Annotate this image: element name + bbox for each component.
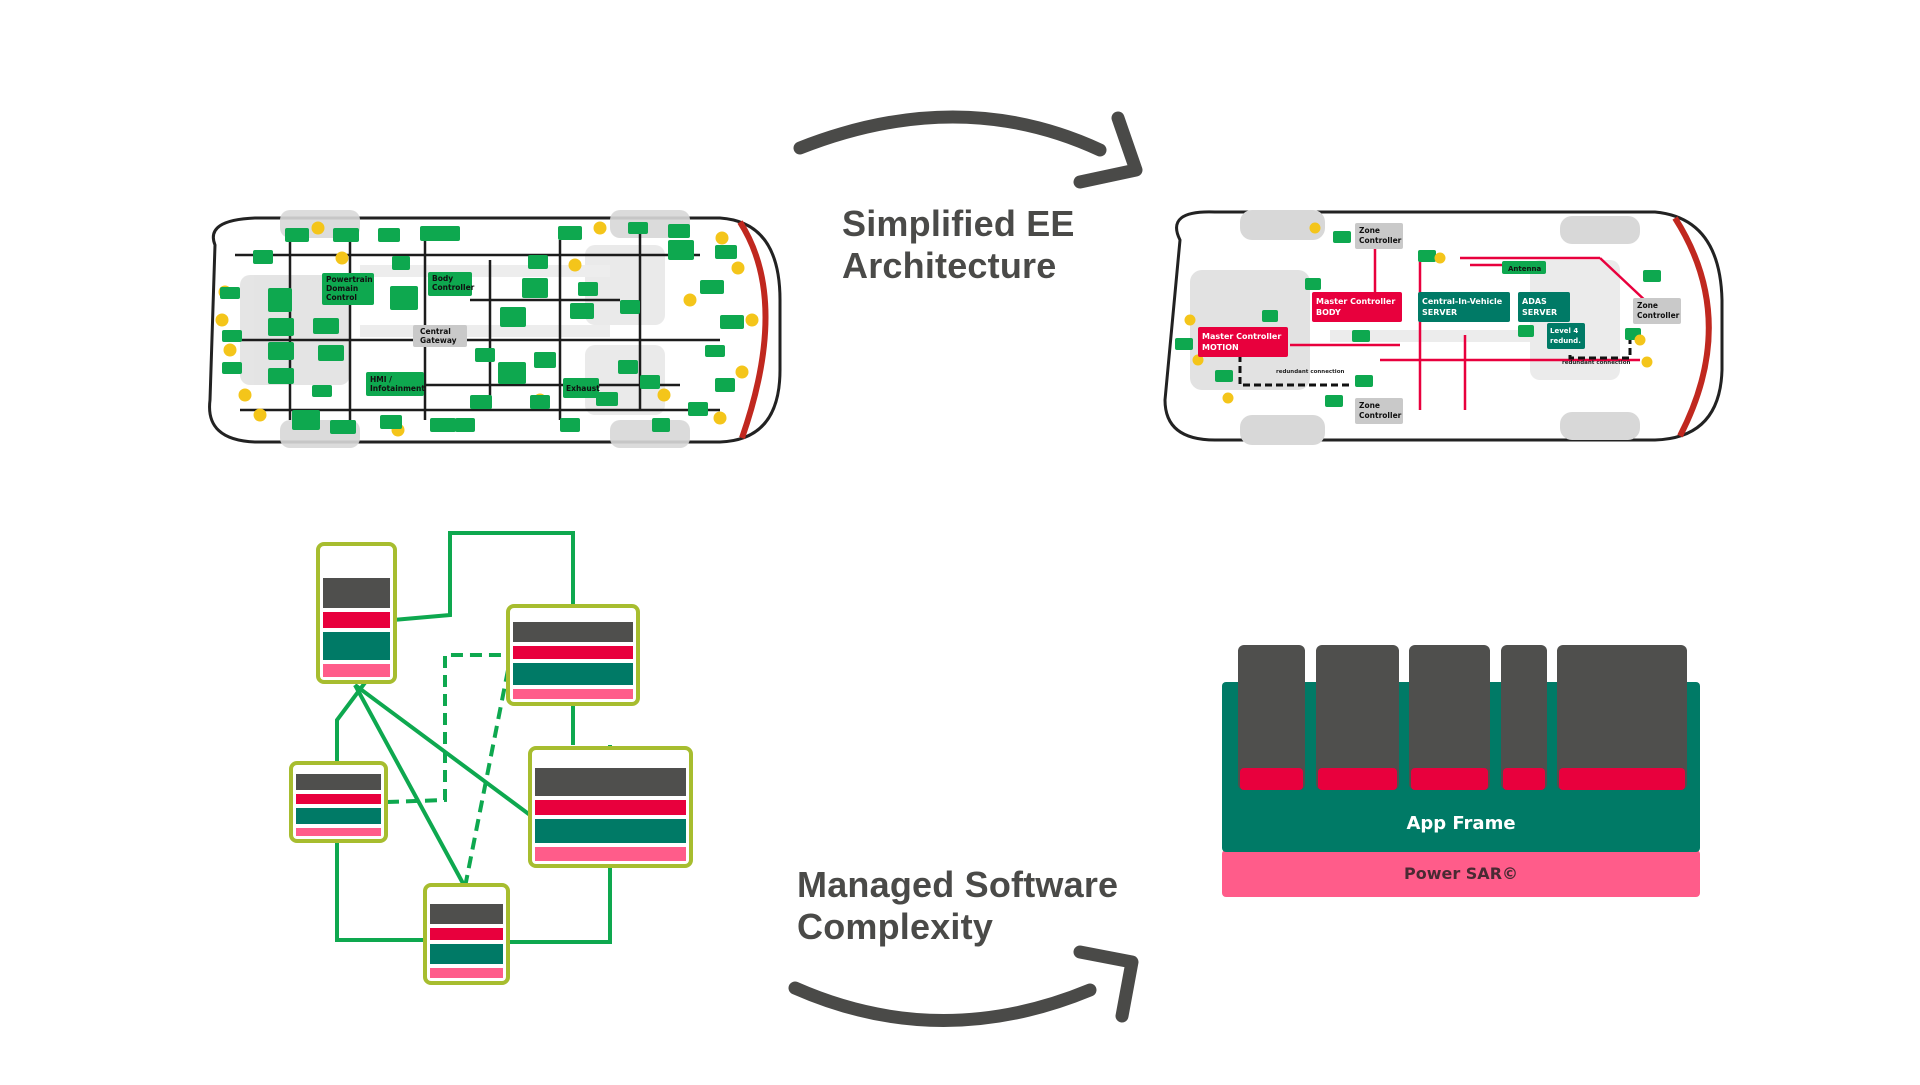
hmi-ecu bbox=[366, 372, 424, 396]
top-curved-arrow bbox=[793, 110, 1143, 189]
software-module-3 bbox=[289, 761, 388, 843]
software-network-diagram bbox=[289, 531, 693, 985]
software-module-4 bbox=[528, 746, 693, 868]
antenna-box bbox=[1502, 261, 1546, 274]
adas-server-box bbox=[1518, 292, 1570, 322]
caption-top-line2: Architecture bbox=[842, 245, 1057, 286]
master-body-box bbox=[1312, 292, 1402, 322]
svg-text:Gateway: Gateway bbox=[420, 336, 457, 345]
svg-text:MOTION: MOTION bbox=[1202, 343, 1239, 352]
caption-bottom-line1: Managed Software bbox=[797, 864, 1119, 905]
powertrain-label: Powertrain bbox=[326, 275, 373, 284]
svg-text:SERVER: SERVER bbox=[1422, 308, 1457, 317]
svg-text:SERVER: SERVER bbox=[1522, 308, 1557, 317]
software-module-5 bbox=[423, 883, 510, 985]
central-gateway-box bbox=[413, 325, 467, 347]
software-module-2 bbox=[506, 604, 640, 706]
body-controller-ecu bbox=[428, 272, 472, 296]
simplified-ee-architecture-caption: Simplified EE Architecture bbox=[842, 203, 1075, 287]
svg-text:BODY: BODY bbox=[1316, 308, 1341, 317]
power-sar-layer bbox=[1222, 850, 1700, 897]
svg-text:Controller: Controller bbox=[1359, 236, 1402, 245]
app-block-2 bbox=[1316, 645, 1399, 790]
svg-text:ADAS: ADAS bbox=[1522, 297, 1547, 306]
app-block-5 bbox=[1557, 645, 1687, 790]
central-gateway-label: Central bbox=[420, 327, 451, 336]
caption-bottom-line2: Complexity bbox=[797, 906, 994, 947]
powertrain-ecu bbox=[322, 273, 374, 305]
legacy-car-diagram: Powertrain Domain Control Body Controlle… bbox=[208, 210, 782, 448]
svg-text:Master Controller: Master Controller bbox=[1316, 297, 1395, 306]
svg-text:Control: Control bbox=[326, 293, 357, 302]
app-block-1 bbox=[1238, 645, 1305, 790]
svg-text:Master Controller: Master Controller bbox=[1202, 332, 1281, 341]
exhaust-ecu bbox=[563, 378, 599, 398]
svg-text:Infotainment: Infotainment bbox=[370, 384, 425, 393]
svg-text:Zone: Zone bbox=[1637, 301, 1658, 310]
svg-text:redundant connection: redundant connection bbox=[1276, 369, 1344, 375]
managed-software-complexity-caption: Managed Software Complexity bbox=[797, 864, 1118, 948]
zone-controller-top bbox=[1355, 223, 1403, 249]
software-module-1 bbox=[316, 542, 397, 684]
central-server-box bbox=[1418, 292, 1510, 322]
caption-top-line1: Simplified EE bbox=[842, 203, 1075, 244]
hmi-label: HMI / bbox=[370, 375, 392, 384]
svg-text:Domain: Domain bbox=[326, 284, 358, 293]
svg-text:Controller: Controller bbox=[1359, 411, 1402, 420]
master-motion-box bbox=[1198, 327, 1288, 357]
bottom-curved-arrow bbox=[788, 945, 1139, 1027]
svg-text:Antenna: Antenna bbox=[1508, 265, 1541, 273]
svg-text:redundant connection: redundant connection bbox=[1562, 360, 1630, 366]
svg-text:Zone: Zone bbox=[1359, 401, 1380, 410]
exhaust-label: Exhaust bbox=[566, 384, 600, 393]
zonal-car-diagram: Zone Controller Zone Controller Zone Con… bbox=[1163, 210, 1724, 445]
svg-text:redund.: redund. bbox=[1550, 337, 1581, 345]
level4-box bbox=[1547, 323, 1585, 349]
app-block-3 bbox=[1409, 645, 1490, 790]
software-stack-diagram: App Frame Power SAR© bbox=[1222, 645, 1700, 897]
power-sar-label: Power SAR© bbox=[1404, 864, 1518, 883]
zone-controller-bottom bbox=[1355, 398, 1403, 424]
app-frame-label: App Frame bbox=[1406, 813, 1515, 834]
svg-text:Zone: Zone bbox=[1359, 226, 1380, 235]
body-controller-label: Body bbox=[432, 274, 453, 283]
svg-text:Controller: Controller bbox=[1637, 311, 1680, 320]
svg-text:Central-In-Vehicle: Central-In-Vehicle bbox=[1422, 297, 1503, 306]
app-block-4 bbox=[1501, 645, 1547, 790]
svg-text:Level 4: Level 4 bbox=[1550, 327, 1578, 335]
zone-controller-right bbox=[1633, 298, 1681, 324]
svg-text:Controller: Controller bbox=[432, 283, 475, 292]
